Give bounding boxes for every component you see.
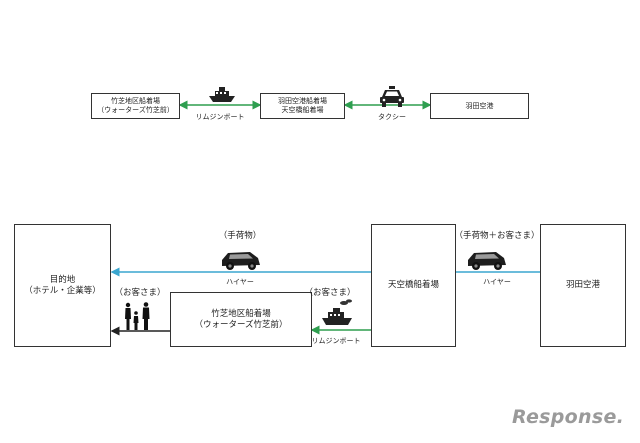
label-hire-right: ハイヤー bbox=[483, 278, 511, 286]
link-boat-label-top: リムジンボート bbox=[195, 113, 245, 121]
hire-car-icon-right bbox=[468, 252, 506, 270]
node-destination-line1: 目的地 bbox=[49, 274, 76, 285]
node-takeshiba-line2: （ウォーターズ竹芝前） bbox=[97, 106, 174, 114]
label-baggage: （手荷物） bbox=[218, 231, 262, 241]
taxi-icon bbox=[380, 86, 404, 107]
hire-car-icon-left bbox=[222, 252, 260, 270]
node-haneda-pier: 羽田空港船着場 天空橋船着場 bbox=[260, 93, 345, 119]
boat-icon-bottom bbox=[322, 299, 352, 325]
node-airport-bottom: 羽田空港 bbox=[540, 224, 626, 347]
node-tenkubashi-label: 天空橋船着場 bbox=[387, 280, 439, 291]
node-haneda-airport: 羽田空港 bbox=[430, 93, 529, 119]
node-takeshiba-bottom-line2: （ウォーターズ竹芝前） bbox=[194, 319, 288, 330]
node-destination-line2: （ホテル・企業等） bbox=[24, 285, 101, 296]
node-destination: 目的地 （ホテル・企業等） bbox=[14, 224, 111, 347]
node-takeshiba-pier-bottom: 竹芝地区船着場 （ウォーターズ竹芝前） bbox=[170, 292, 312, 347]
label-guests-boat: （お客さま） bbox=[304, 288, 356, 298]
label-boat-bottom: リムジンボート bbox=[311, 337, 361, 345]
node-airport-bottom-label: 羽田空港 bbox=[565, 280, 600, 291]
link-taxi-label-top: タクシー bbox=[378, 113, 406, 121]
node-tenkubashi-pier: 天空橋船着場 bbox=[371, 224, 456, 347]
label-hire-left: ハイヤー bbox=[226, 278, 254, 286]
people-icon bbox=[125, 302, 150, 330]
label-guests-walk: （お客さま） bbox=[114, 288, 166, 298]
node-takeshiba-line1: 竹芝地区船着場 bbox=[111, 97, 160, 106]
response-watermark-logo: Response. bbox=[512, 406, 625, 428]
node-haneda-airport-label: 羽田空港 bbox=[465, 101, 494, 110]
boat-icon bbox=[209, 87, 235, 102]
node-haneda-pier-line1: 羽田空港船着場 bbox=[278, 97, 327, 106]
label-baggage-guests: （手荷物＋お客さま） bbox=[454, 231, 540, 241]
node-takeshiba-pier: 竹芝地区船着場 （ウォーターズ竹芝前） bbox=[91, 93, 180, 119]
node-haneda-pier-line2: 天空橋船着場 bbox=[281, 106, 324, 114]
node-takeshiba-bottom-line1: 竹芝地区船着場 bbox=[211, 308, 271, 319]
